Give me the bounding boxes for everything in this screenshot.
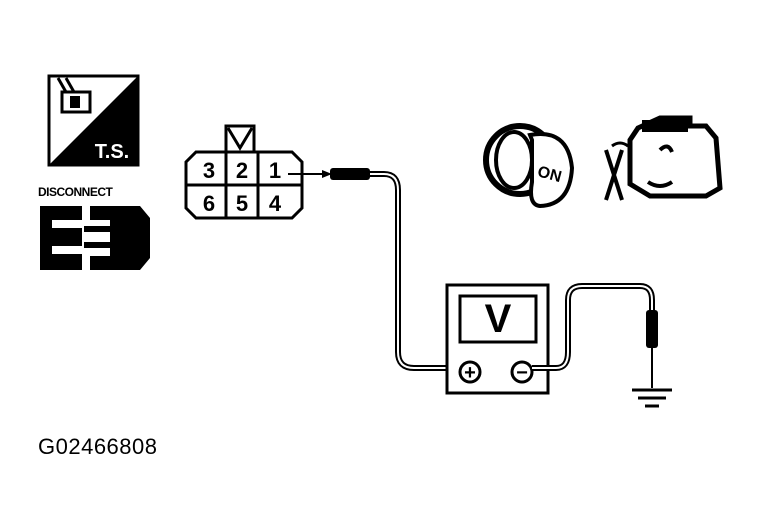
voltmeter-negative-terminal: − [516,362,528,384]
figure-id: G02466808 [38,434,158,459]
ground-symbol [632,388,672,408]
troubleshooting-icon: T.S. [47,74,140,167]
negative-test-lead [532,283,658,388]
terminal-2: 2 [236,158,248,183]
terminal-3: 3 [203,158,215,183]
voltmeter-display: V [485,297,512,341]
terminal-4: 4 [269,191,282,216]
terminal-6: 6 [203,191,215,216]
voltmeter: V + − [445,283,550,395]
terminal-1: 1 [269,158,281,183]
terminal-5: 5 [236,191,248,216]
ignition-key-on-icon: ON [483,123,575,209]
disconnect-label: DISCONNECT [38,185,114,199]
ts-label: T.S. [95,141,129,163]
voltmeter-positive-terminal: + [464,362,476,384]
ignition-on-label: ON [536,163,564,186]
positive-test-lead [288,168,462,371]
connector: 3 2 1 6 5 4 [184,124,304,220]
engine-icon [604,115,723,201]
disconnect-icon: DISCONNECT [38,185,150,270]
